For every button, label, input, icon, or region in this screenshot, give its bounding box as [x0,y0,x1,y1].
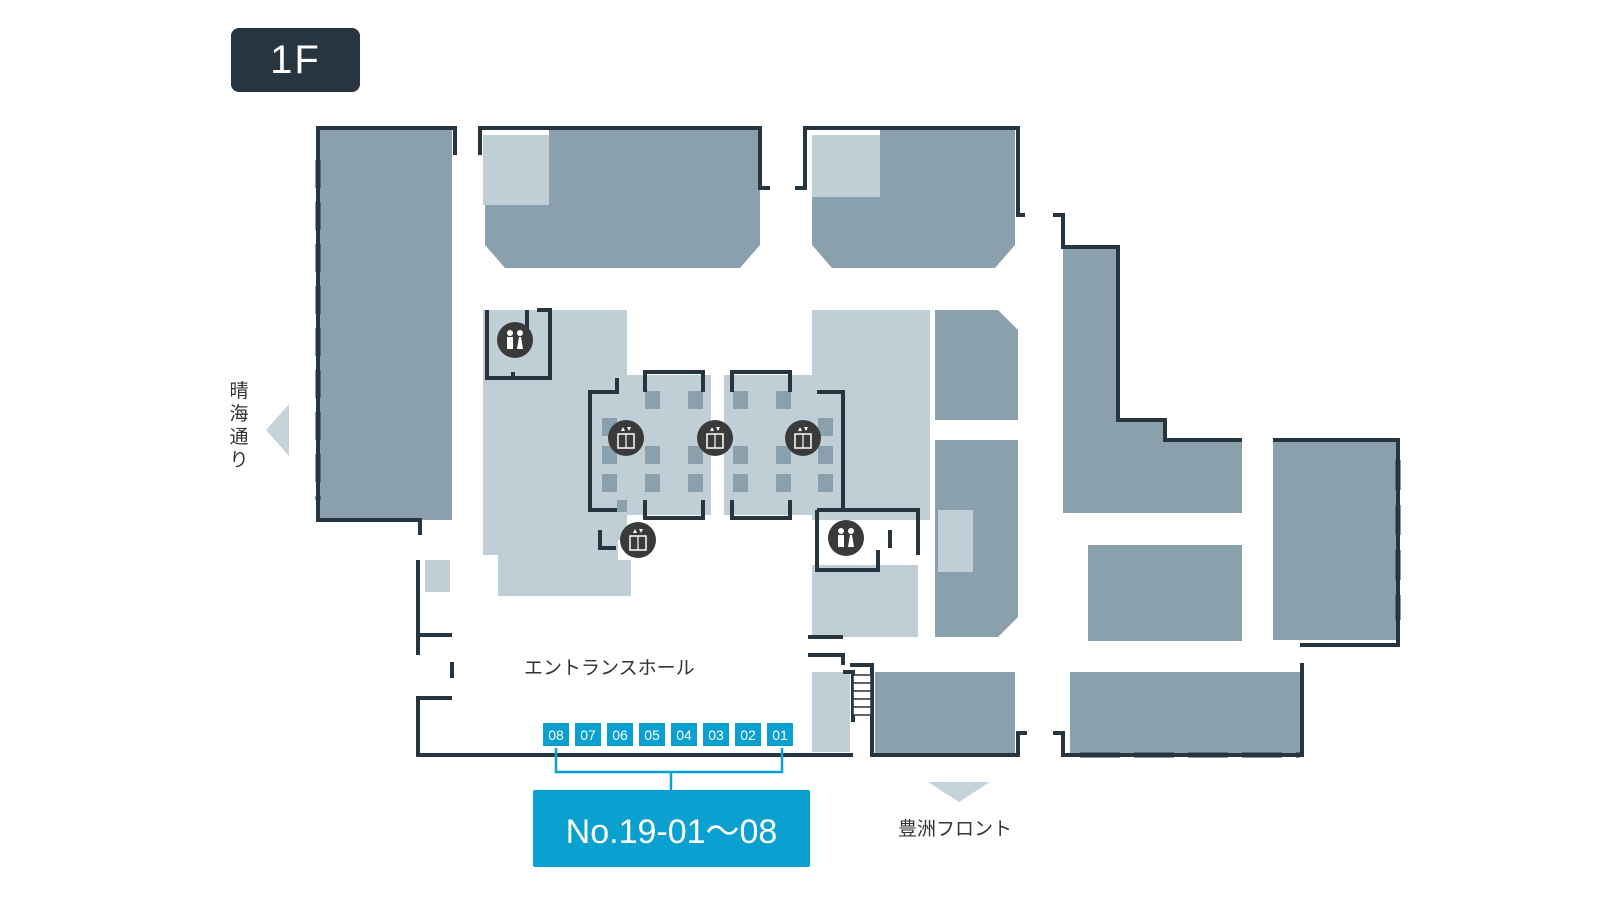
tenant-north-1 [485,130,760,268]
entrance-hall-label: エントランスホール [524,657,695,679]
street-char: り [229,449,249,471]
elevator-icon [608,420,644,456]
tenant-north-2 [812,130,1015,268]
tenant-south-2 [1070,672,1302,754]
street-char: 通 [229,426,249,448]
elevator-icon [697,420,733,456]
tenant-east-1 [1063,247,1242,513]
tenant-east-2 [1088,545,1242,641]
tenant-blocks [320,130,1398,754]
floor-badge: 1F [231,28,360,92]
street-label-west: 晴 海 通 り [226,380,252,472]
locker-slot[interactable]: 02 [735,723,761,746]
dashed-walls [315,160,1401,758]
tenant-south-1 [875,672,1015,754]
locker-slot[interactable]: 03 [703,723,729,746]
locker-bracket [554,748,784,790]
locker-slot[interactable]: 05 [639,723,665,746]
tenant-center-1 [935,310,1018,420]
elevator-cells [602,391,833,512]
arrow-west-icon [266,404,289,456]
elevator-icon [620,522,656,558]
toyosu-front-label: 豊洲フロント [898,818,1013,840]
walls [316,126,1400,757]
locker-range-box[interactable]: No.19-01～08 [533,790,810,867]
locker-slot[interactable]: 08 [543,723,569,746]
tenant-east-3 [1273,440,1398,640]
restroom-icon [497,322,533,358]
elevator-icon [785,420,821,456]
locker-slot[interactable]: 04 [671,723,697,746]
locker-slot[interactable]: 01 [767,723,793,746]
restroom-icon [828,520,864,556]
street-char: 晴 [229,380,249,402]
locker-slot[interactable]: 07 [575,723,601,746]
street-char: 海 [229,403,249,425]
tenant-center-2 [935,440,1018,637]
tenant-west [320,130,452,520]
arrow-south-icon [928,782,990,802]
locker-slot[interactable]: 06 [607,723,633,746]
stairs [852,674,872,716]
